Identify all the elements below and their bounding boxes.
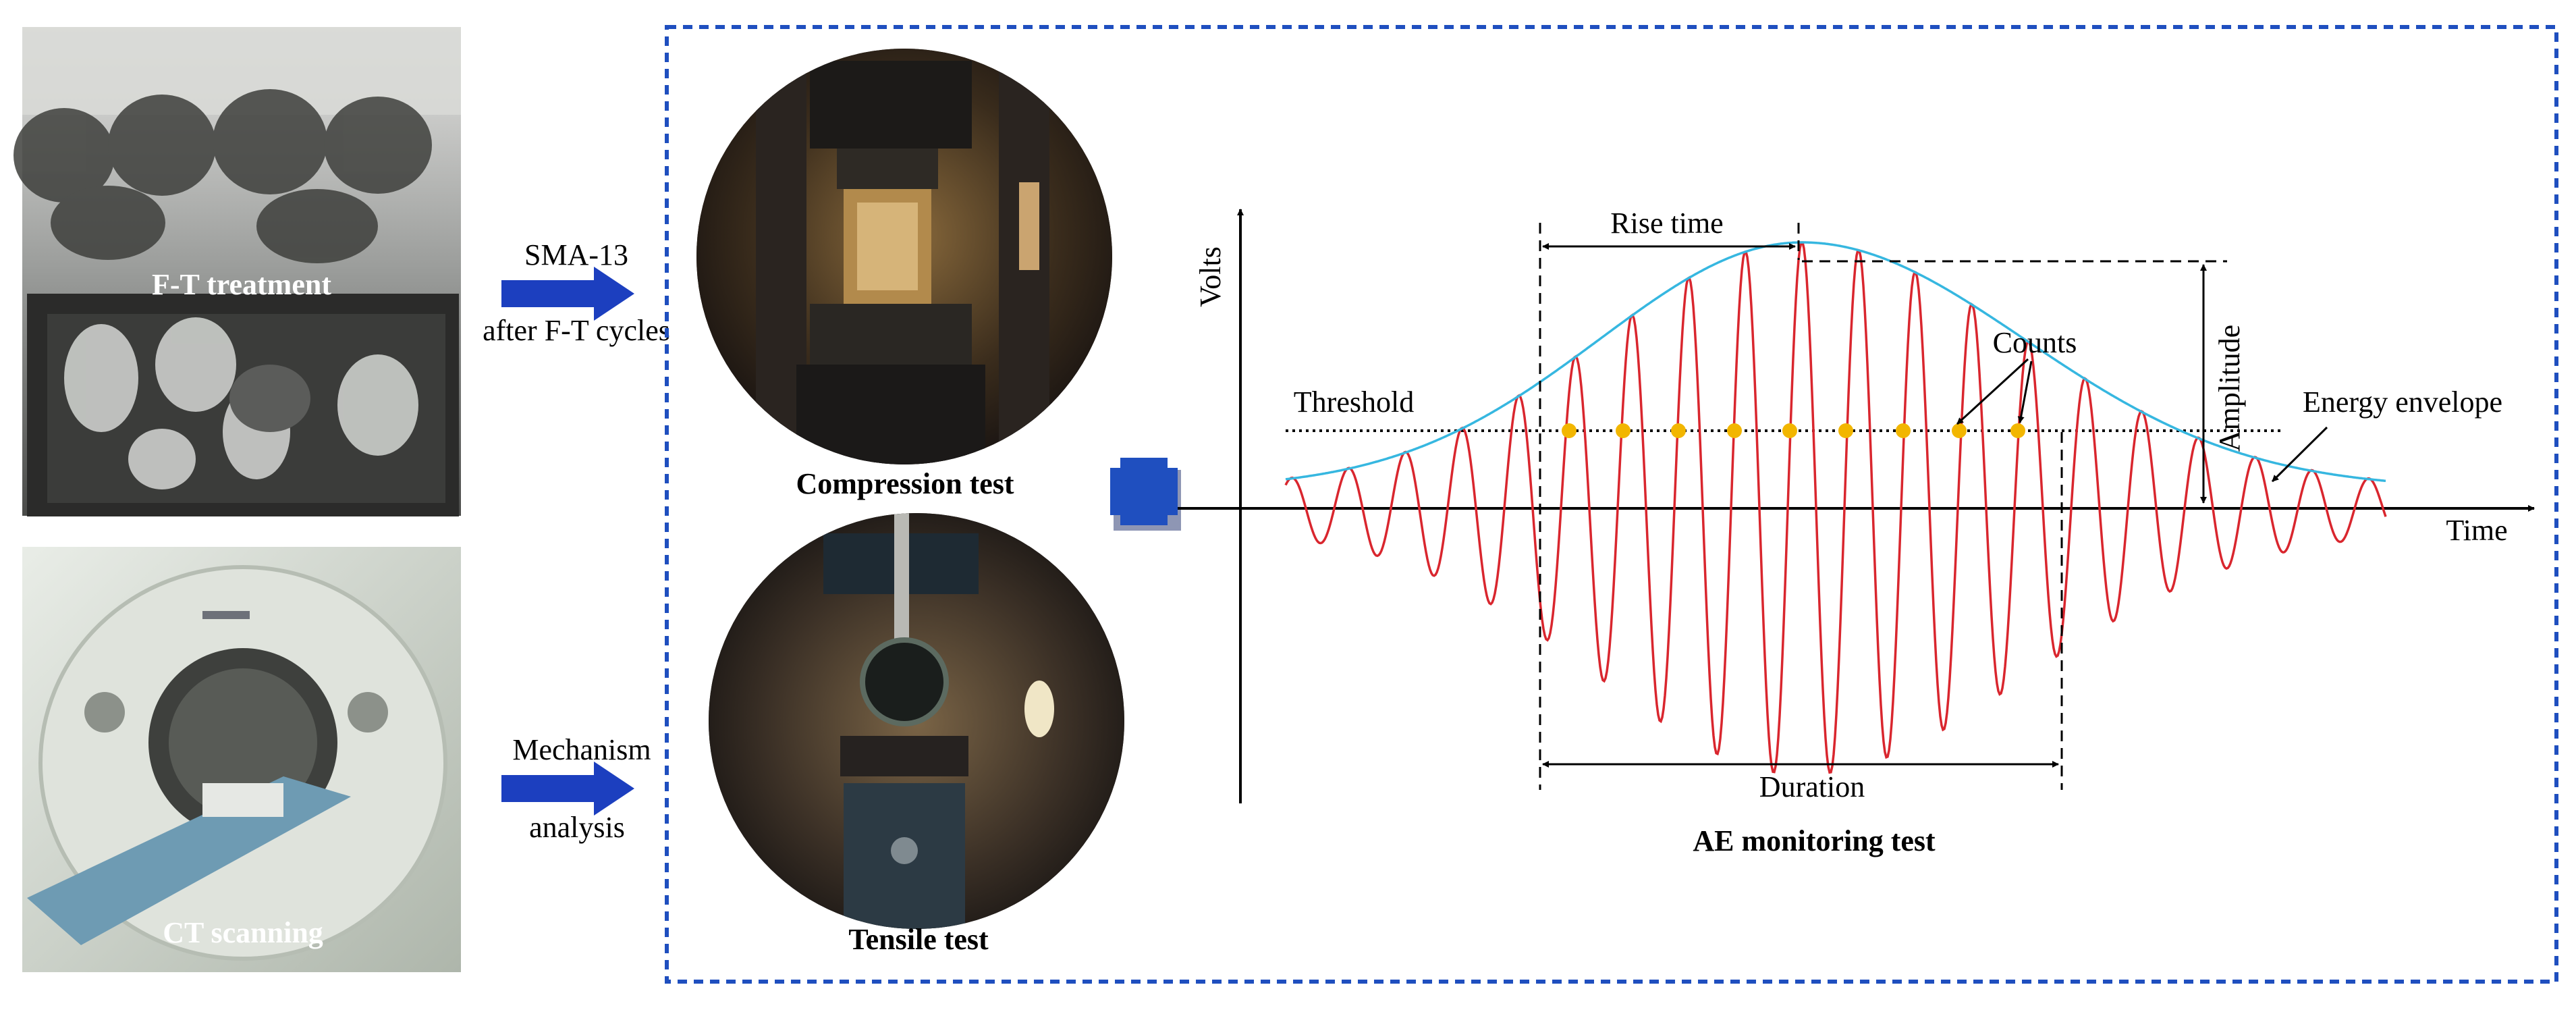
count-marker xyxy=(2010,423,2025,438)
ft-treatment-photo xyxy=(13,27,461,516)
count-marker xyxy=(1562,423,1577,438)
count-marker xyxy=(1952,423,1967,438)
counts-pointer-1 xyxy=(1956,358,2029,425)
amplitude-label: Amplitude xyxy=(2213,325,2246,452)
x-axis-label: Time xyxy=(2446,514,2507,547)
arrow-bottom-icon xyxy=(501,762,634,816)
counts-label: Counts xyxy=(1993,326,2077,359)
arrow-top-text-line2: after F-T cycles xyxy=(483,314,670,347)
threshold-label: Threshold xyxy=(1294,385,1414,419)
y-axis-label: Volts xyxy=(1194,246,1227,307)
tensile-test-photo xyxy=(709,513,1124,929)
count-marker xyxy=(1671,423,1686,438)
ft-treatment-label: F-T treatment xyxy=(152,268,331,301)
compression-test-photo xyxy=(696,49,1112,464)
energy-envelope-label: Energy envelope xyxy=(2303,385,2502,419)
plus-icon xyxy=(1110,458,1181,531)
tensile-test-label: Tensile test xyxy=(848,923,989,956)
duration-label: Duration xyxy=(1759,770,1865,803)
ct-scanning-photo xyxy=(22,547,461,972)
arrow-top-icon xyxy=(501,267,634,321)
ct-scanning-label: CT scanning xyxy=(163,916,323,949)
compression-test-label: Compression test xyxy=(796,467,1014,500)
energy-envelope-pointer xyxy=(2271,426,2328,483)
dashed-frame xyxy=(665,25,2558,984)
count-marker xyxy=(1896,423,1911,438)
arrow-top-text-line1: SMA-13 xyxy=(524,238,628,271)
count-marker xyxy=(1782,423,1797,438)
arrow-bottom-text-line2: analysis xyxy=(529,811,625,844)
count-marker xyxy=(1616,423,1630,438)
ae-monitoring-test-label: AE monitoring test xyxy=(1693,824,1936,857)
counts-pointer-2 xyxy=(2017,361,2033,423)
ae-diagram: Volts Time Rise time Threshold Counts Am… xyxy=(1178,207,2535,857)
count-marker xyxy=(1727,423,1742,438)
rise-time-label: Rise time xyxy=(1610,207,1723,240)
arrow-bottom-text-line1: Mechanism xyxy=(512,733,651,766)
count-marker xyxy=(1838,423,1853,438)
